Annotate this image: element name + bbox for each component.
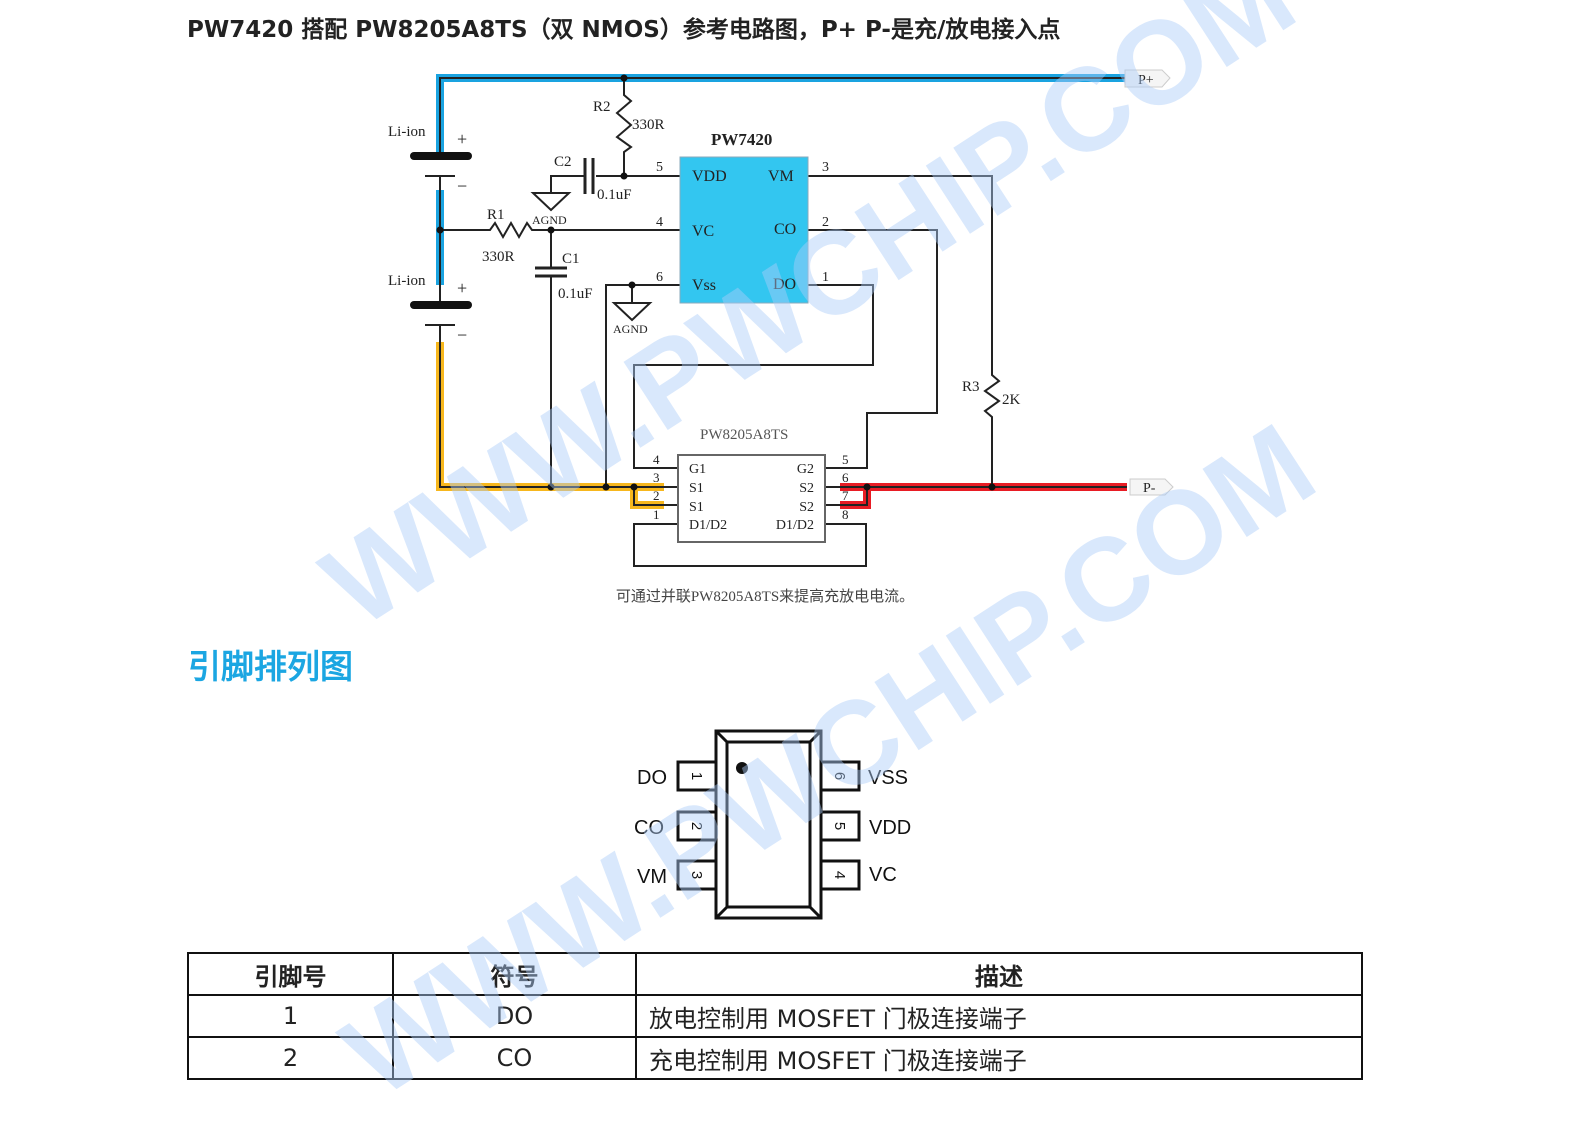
- table-header-row: 引脚号 符号 描述: [187, 952, 1363, 996]
- pin-label: S2: [799, 500, 814, 515]
- circuit-diagram: P+ P- PW7420 VDD VC Vss VM CO DO 5 4 6 3…: [388, 69, 1174, 920]
- column-header: 符号: [392, 952, 637, 996]
- pin-description-table: 引脚号 符号 描述 1 DO 放电控制用 MOSFET 门极连接端子 2 CO …: [187, 952, 1363, 1080]
- table-cell: CO: [392, 1036, 637, 1080]
- c1-name: C1: [562, 251, 580, 267]
- pin-number: 5: [842, 452, 849, 467]
- pin-label: DO: [773, 276, 796, 293]
- pin-number: 6: [656, 270, 663, 285]
- plus-sign: +: [457, 278, 467, 298]
- r3-name: R3: [962, 379, 980, 395]
- table-cell: 充电控制用 MOSFET 门极连接端子: [635, 1036, 1363, 1080]
- table-cell: 2: [187, 1036, 394, 1080]
- p-minus-label: P-: [1143, 481, 1156, 496]
- minus-sign: −: [457, 325, 467, 345]
- plus-sign: +: [457, 129, 467, 149]
- battery-2: [410, 301, 472, 326]
- pin-number: 5: [831, 822, 848, 830]
- pin-label: D1/D2: [776, 518, 814, 533]
- pin-label: VM: [637, 866, 667, 888]
- ic-pw8205-name: PW8205A8TS: [700, 427, 788, 443]
- pin-number: 3: [653, 470, 660, 485]
- pin-number: 3: [688, 871, 705, 879]
- agnd-label: AGND: [532, 213, 567, 227]
- pin-number: 5: [656, 160, 663, 175]
- ic-pw7420: [679, 156, 809, 304]
- pin-label: VM: [768, 168, 794, 185]
- pin-number: 1: [653, 507, 660, 522]
- ic-pw7420-name: PW7420: [711, 130, 772, 149]
- battery-label: Li-ion: [388, 124, 426, 140]
- pin-number: 4: [831, 871, 848, 879]
- pin-label: VSS: [868, 767, 908, 789]
- capacitor-c2: [583, 158, 595, 194]
- pin-number: 3: [822, 160, 829, 175]
- pinout-package: [676, 729, 861, 920]
- column-header: 描述: [635, 952, 1363, 996]
- table-cell: 放电控制用 MOSFET 门极连接端子: [635, 994, 1363, 1038]
- pin-number: 8: [842, 507, 849, 522]
- pin-label: G2: [797, 462, 814, 477]
- r3-value: 2K: [1002, 392, 1021, 408]
- pin-label: S2: [799, 481, 814, 496]
- section-heading: 引脚排列图: [188, 647, 353, 686]
- r2-value: 330R: [632, 117, 665, 133]
- pin-number: 7: [842, 488, 849, 503]
- document-title: PW7420 搭配 PW8205A8TS（双 NMOS）参考电路图，P+ P-是…: [187, 17, 1061, 43]
- battery-1: [410, 152, 472, 177]
- p-minus-wire-highlight: [840, 483, 1127, 509]
- p-plus-label: P+: [1138, 73, 1154, 88]
- circuit-caption: 可通过并联PW8205A8TS来提高充放电电流。: [616, 588, 914, 605]
- c2-value: 0.1uF: [597, 187, 632, 203]
- pin-number: 2: [688, 822, 705, 830]
- pin-label: VDD: [869, 817, 911, 839]
- pin-number: 6: [831, 772, 848, 780]
- pin-label: VC: [692, 223, 714, 240]
- pin-label: Vss: [692, 277, 716, 294]
- pin-label: DO: [637, 767, 667, 789]
- table-row: 2 CO 充电控制用 MOSFET 门极连接端子: [187, 1036, 1363, 1080]
- pin-label: D1/D2: [689, 518, 727, 533]
- junction-dots: [436, 74, 996, 491]
- agnd-label: AGND: [613, 322, 648, 336]
- agnd-symbol: [530, 192, 572, 212]
- p-minus-terminal: [1129, 478, 1174, 496]
- pin-number: 2: [822, 215, 829, 230]
- pin-number: 2: [653, 488, 660, 503]
- r1-value: 330R: [482, 249, 515, 265]
- pin-number: 4: [653, 452, 660, 467]
- table-row: 1 DO 放电控制用 MOSFET 门极连接端子: [187, 994, 1363, 1038]
- pin-label: S1: [689, 481, 704, 496]
- c1-value: 0.1uF: [558, 286, 593, 302]
- pin-label: G1: [689, 462, 706, 477]
- column-header: 引脚号: [187, 952, 394, 996]
- pin-number: 1: [688, 772, 705, 780]
- r1-name: R1: [487, 207, 505, 223]
- capacitor-c1: [535, 266, 567, 278]
- pin-label: CO: [774, 221, 796, 238]
- pin-number: 6: [842, 470, 849, 485]
- table-cell: DO: [392, 994, 637, 1038]
- table-cell: 1: [187, 994, 394, 1038]
- ic-pw8205a8ts: [677, 454, 826, 543]
- agnd-symbol: [611, 302, 653, 322]
- p-plus-terminal: [1124, 69, 1171, 88]
- pin-number: 4: [656, 215, 663, 230]
- pin-label: VC: [869, 864, 897, 886]
- r2-name: R2: [593, 99, 611, 115]
- c2-name: C2: [554, 154, 572, 170]
- wires: [439, 77, 1127, 567]
- pin-label: VDD: [692, 168, 727, 185]
- pin-number: 1: [822, 270, 829, 285]
- pin-label: CO: [634, 817, 664, 839]
- pin1-marker-dot: [736, 762, 748, 774]
- battery-label: Li-ion: [388, 273, 426, 289]
- minus-sign: −: [457, 176, 467, 196]
- pin-label: S1: [689, 500, 704, 515]
